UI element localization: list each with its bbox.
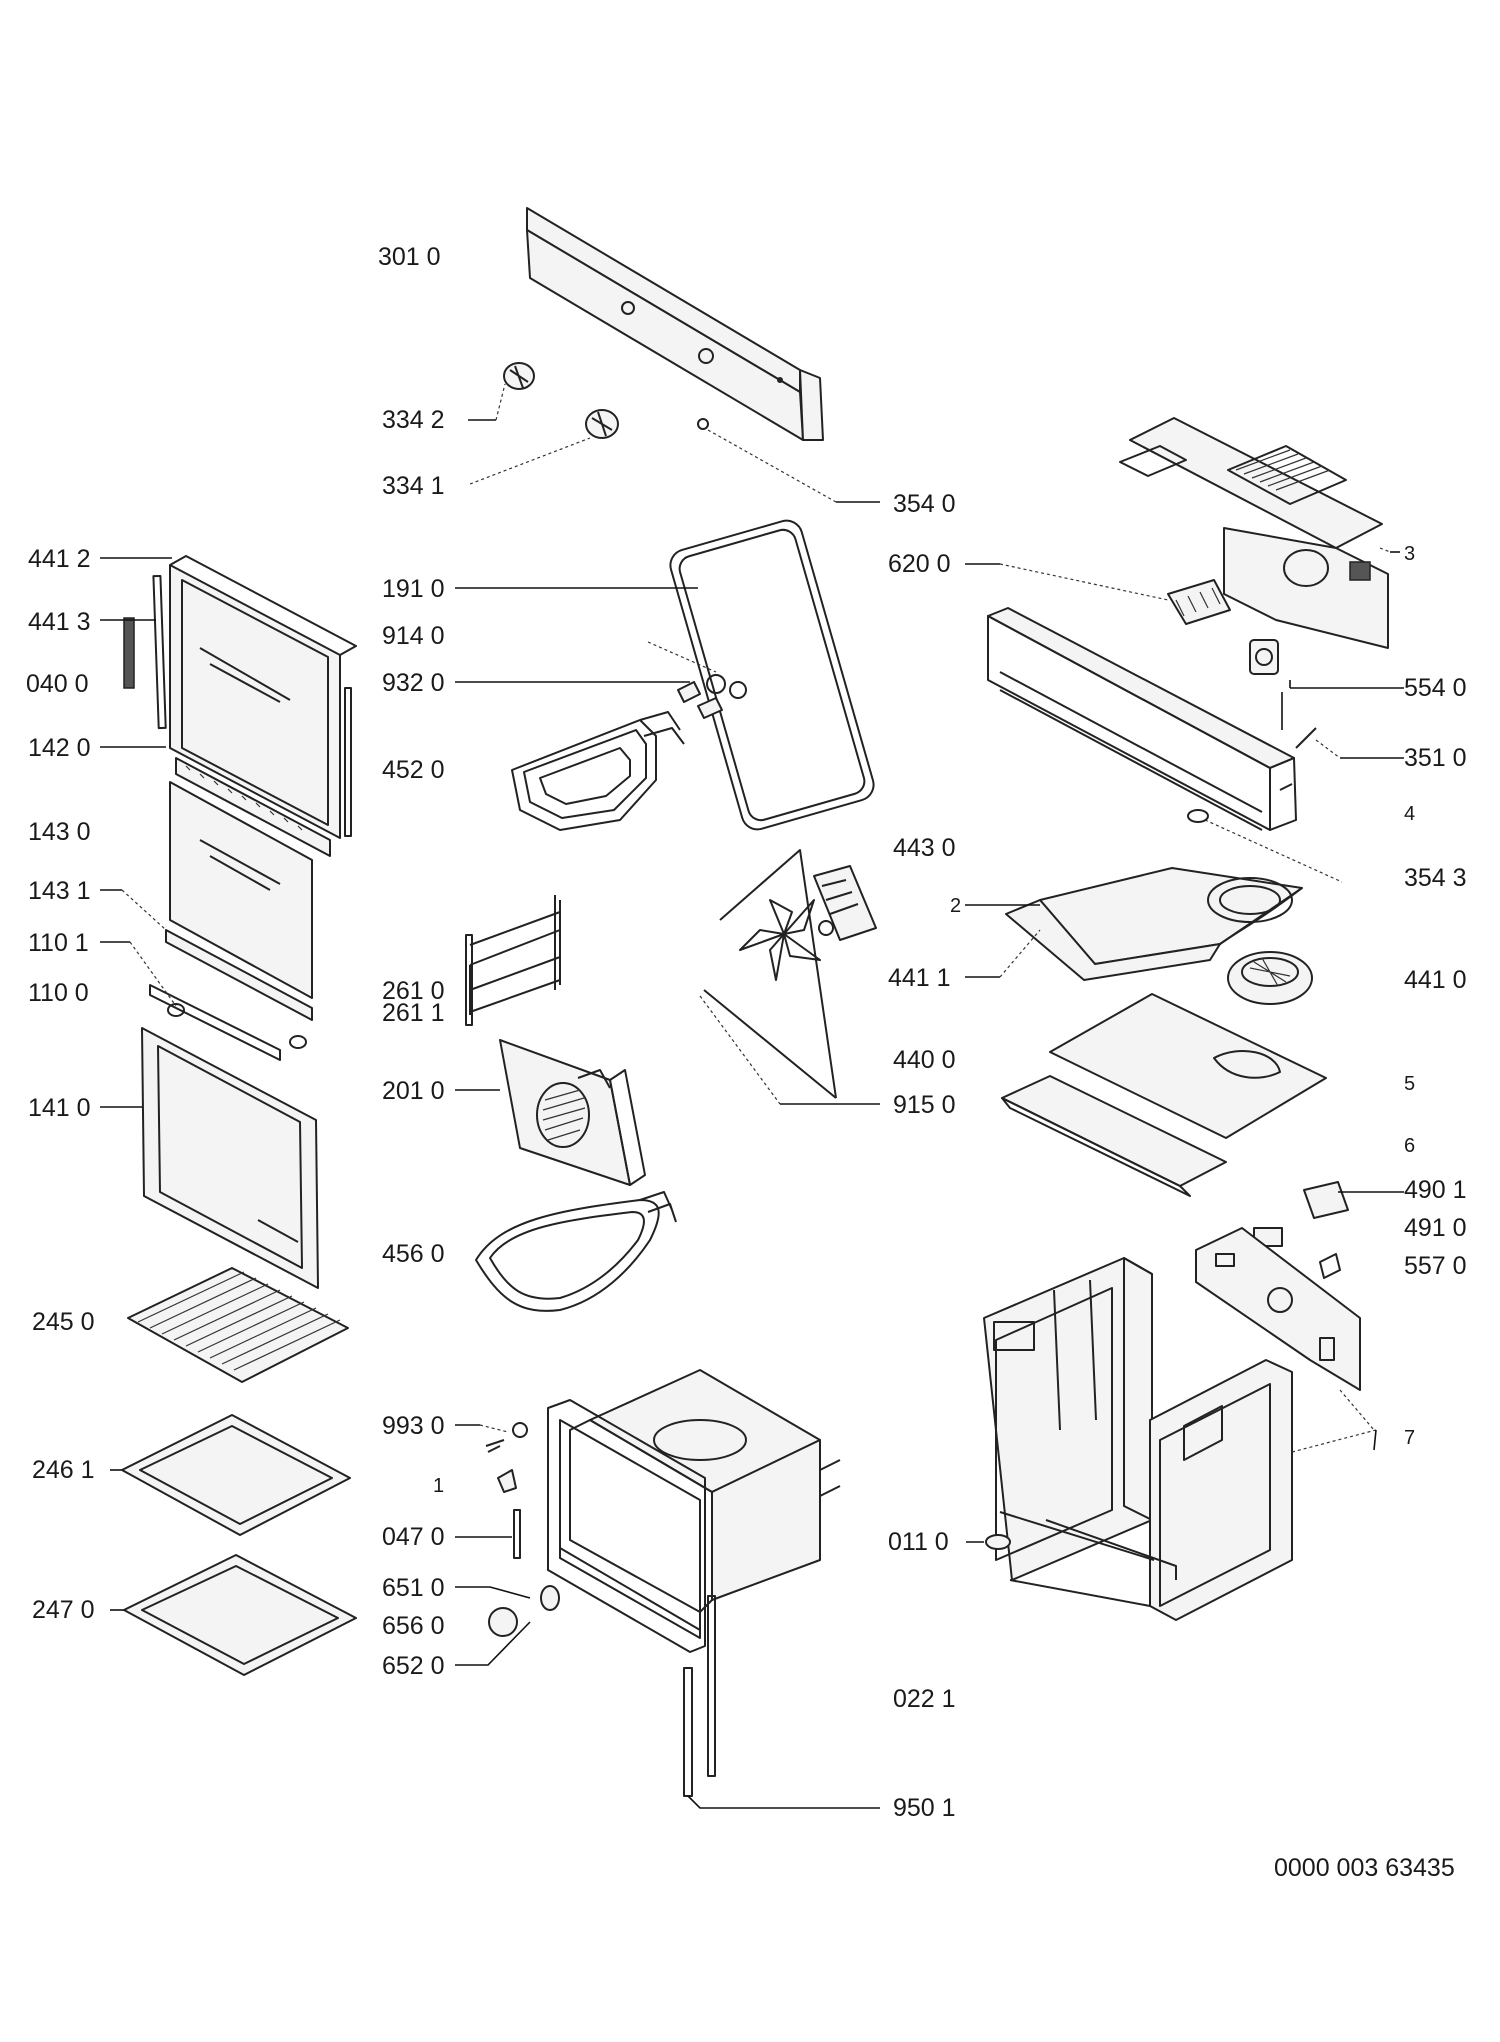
element-fixing-screws bbox=[677, 674, 747, 719]
small-hardware-parts bbox=[485, 1422, 560, 1637]
label-261-1: 261 1 bbox=[382, 999, 445, 1027]
label-993-0: 993 0 bbox=[382, 1412, 445, 1440]
label-301-0: 301 0 bbox=[378, 243, 441, 271]
label-callout-2: 2 bbox=[950, 895, 961, 917]
label-callout-1: 1 bbox=[433, 1475, 444, 1497]
control-knob-large bbox=[585, 409, 619, 439]
oven-door-seal bbox=[669, 519, 875, 831]
thermostat-switch bbox=[1249, 639, 1279, 675]
label-441-1: 441 1 bbox=[888, 964, 951, 992]
label-651-0: 651 0 bbox=[382, 1574, 445, 1602]
mounting-screw bbox=[1187, 809, 1209, 823]
label-191-0: 191 0 bbox=[382, 575, 445, 603]
label-443-0: 443 0 bbox=[893, 834, 956, 862]
label-354-0: 354 0 bbox=[893, 490, 956, 518]
label-932-0: 932 0 bbox=[382, 669, 445, 697]
oven-outer-casing bbox=[983, 1257, 1293, 1621]
front-control-frame bbox=[987, 607, 1297, 831]
fan-duct-plate bbox=[1005, 867, 1303, 981]
label-950-1: 950 1 bbox=[893, 1794, 956, 1822]
label-callout-5: 5 bbox=[1404, 1073, 1415, 1095]
label-652-0: 652 0 bbox=[382, 1652, 445, 1680]
label-441-3: 441 3 bbox=[28, 608, 91, 636]
label-022-1: 022 1 bbox=[893, 1685, 956, 1713]
label-441-2: 441 2 bbox=[28, 545, 91, 573]
label-callout-7: 7 bbox=[1404, 1427, 1415, 1449]
door-outer-glass-frame bbox=[152, 555, 357, 839]
label-142-0: 142 0 bbox=[28, 734, 91, 762]
label-351-0: 351 0 bbox=[1404, 744, 1467, 772]
label-261-0: 261 0 bbox=[382, 977, 445, 1005]
label-141-0: 141 0 bbox=[28, 1094, 91, 1122]
label-620-0: 620 0 bbox=[888, 550, 951, 578]
drawing-reference-number: 0000 003 63435 bbox=[1274, 1854, 1455, 1882]
label-callout-3: 3 bbox=[1404, 543, 1415, 565]
label-354-3: 354 3 bbox=[1404, 864, 1467, 892]
fan-mounting-plate bbox=[1001, 993, 1327, 1197]
label-440-0: 440 0 bbox=[893, 1046, 956, 1074]
shelf-support-rack bbox=[465, 895, 561, 1026]
roasting-tray bbox=[123, 1554, 357, 1676]
seal-strip-right bbox=[707, 1595, 716, 1777]
label-490-1: 490 1 bbox=[1404, 1176, 1467, 1204]
label-914-0: 914 0 bbox=[382, 622, 445, 650]
label-callout-6: 6 bbox=[1404, 1135, 1415, 1157]
baking-tray bbox=[121, 1414, 351, 1536]
label-491-0: 491 0 bbox=[1404, 1214, 1467, 1242]
seal-strip-left bbox=[683, 1667, 693, 1797]
label-110-0: 110 0 bbox=[28, 979, 89, 1007]
foot-part bbox=[985, 1534, 1011, 1550]
label-452-0: 452 0 bbox=[382, 756, 445, 784]
label-456-0: 456 0 bbox=[382, 1240, 445, 1268]
terminal-block bbox=[1167, 579, 1231, 625]
cable-clip bbox=[1295, 727, 1317, 749]
door-retaining-strip bbox=[149, 929, 313, 1061]
label-011-0: 011 0 bbox=[888, 1528, 949, 1556]
wire-shelf bbox=[127, 1267, 349, 1383]
label-110-1: 110 1 bbox=[28, 929, 89, 957]
door-handle-part bbox=[123, 617, 135, 689]
convection-fan-motor bbox=[813, 865, 877, 941]
label-143-0: 143 0 bbox=[28, 818, 91, 846]
lower-heating-element bbox=[475, 1191, 677, 1312]
cooling-fan-motor bbox=[1227, 951, 1313, 1005]
door-hinge-strip bbox=[175, 757, 331, 857]
control-panel bbox=[526, 207, 824, 441]
electronic-control-board bbox=[1195, 1227, 1361, 1391]
oven-door-outer-panel bbox=[141, 1027, 319, 1289]
label-201-0: 201 0 bbox=[382, 1077, 445, 1105]
label-656-0: 656 0 bbox=[382, 1612, 445, 1640]
label-915-0: 915 0 bbox=[893, 1091, 956, 1119]
control-module-housing bbox=[1119, 417, 1389, 649]
oven-cavity bbox=[547, 1369, 841, 1653]
label-040-0: 040 0 bbox=[26, 670, 89, 698]
label-334-1: 334 1 bbox=[382, 472, 445, 500]
label-143-1: 143 1 bbox=[28, 877, 91, 905]
knob-spindle bbox=[697, 418, 709, 430]
label-245-0: 245 0 bbox=[32, 1308, 95, 1336]
label-554-0: 554 0 bbox=[1404, 674, 1467, 702]
label-557-0: 557 0 bbox=[1404, 1252, 1467, 1280]
label-callout-4: 4 bbox=[1404, 803, 1415, 825]
fan-blade bbox=[703, 849, 837, 1099]
door-lock-parts bbox=[1253, 1181, 1349, 1279]
label-246-1: 246 1 bbox=[32, 1456, 95, 1484]
grill-heating-element bbox=[511, 711, 685, 831]
door-inner-glass bbox=[169, 781, 313, 999]
label-441-0: 441 0 bbox=[1404, 966, 1467, 994]
oven-rear-fan-cover bbox=[499, 1039, 646, 1186]
label-247-0: 247 0 bbox=[32, 1596, 95, 1624]
label-047-0: 047 0 bbox=[382, 1523, 445, 1551]
control-knob-small bbox=[503, 362, 535, 390]
label-334-2: 334 2 bbox=[382, 406, 445, 434]
